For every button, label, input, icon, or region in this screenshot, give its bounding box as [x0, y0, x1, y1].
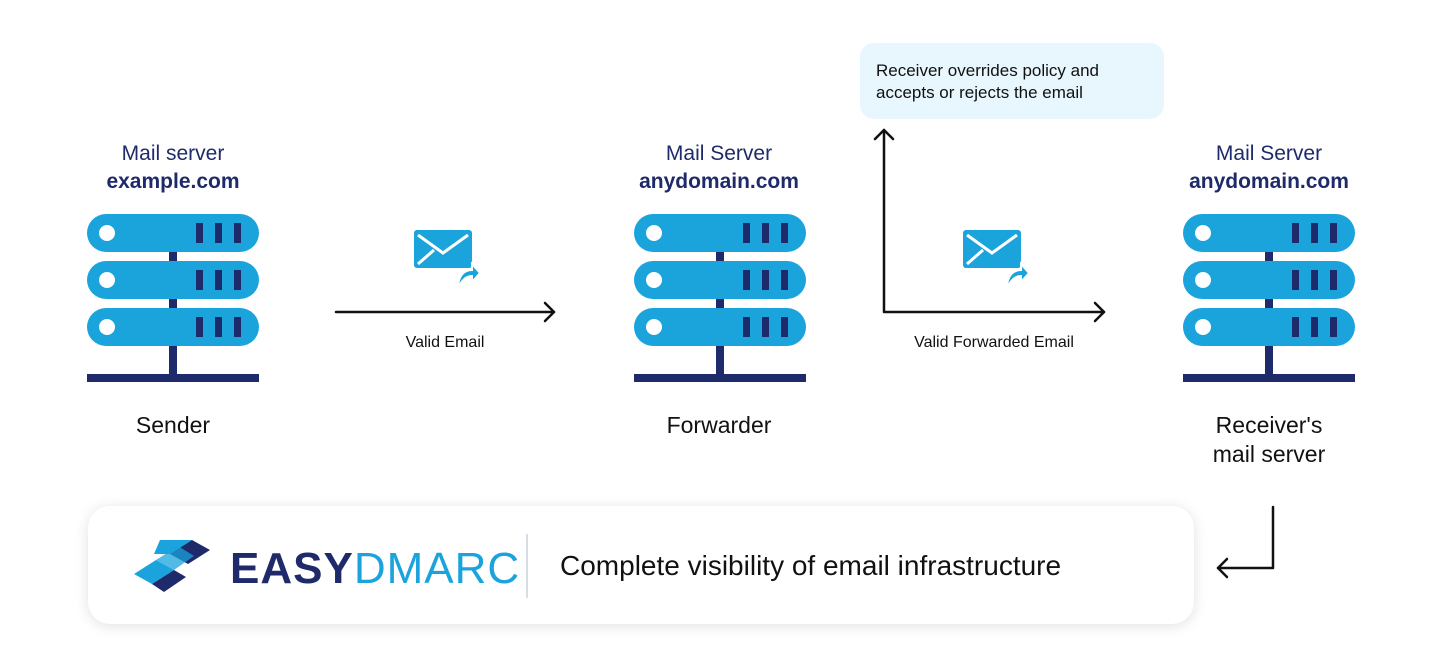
forwarder-domain: anydomain.com — [639, 170, 799, 193]
forwarder-heading: Mail Server anydomain.com — [589, 140, 849, 196]
sender-server-kind: Mail server — [121, 142, 225, 165]
easydmarc-logo-icon — [134, 540, 210, 592]
brand-dmarc: DMARC — [353, 544, 521, 593]
sender-role-label: Sender — [135, 412, 211, 438]
server-rack-icon — [87, 214, 259, 382]
sender-heading: Mail server example.com — [43, 140, 303, 196]
receiver-role-line2: mail server — [1212, 441, 1326, 467]
easydmarc-banner: EASYDMARC Complete visibility of email i… — [88, 506, 1194, 624]
banner-tagline: Complete visibility of email infrastruct… — [560, 550, 1062, 581]
arrow-receiver-to-banner — [1216, 505, 1275, 570]
server-rack-icon — [634, 214, 806, 382]
receiver-policy-note: Receiver overrides policy and accepts or… — [860, 43, 1164, 119]
easydmarc-wordmark: EASYDMARC — [230, 544, 520, 594]
forwarder-server-kind: Mail Server — [665, 142, 773, 165]
receiver-heading: Mail Server anydomain.com — [1139, 140, 1399, 196]
receiver-role-label: Receiver's mail server — [1139, 411, 1399, 469]
receiver-server-kind: Mail Server — [1215, 142, 1323, 165]
edge-label-valid-forwarded-email: Valid Forwarded Email — [914, 334, 1074, 351]
banner-divider — [526, 534, 528, 598]
email-forward-icon — [963, 230, 1029, 289]
edge-label-valid-email: Valid Email — [405, 334, 485, 351]
brand-easy: EASY — [230, 544, 354, 593]
server-rack-icon — [1183, 214, 1355, 382]
receiver-domain: anydomain.com — [1189, 170, 1349, 193]
forwarder-role-label: Forwarder — [666, 412, 772, 438]
receiver-role-line1: Receiver's — [1215, 412, 1323, 438]
sender-domain: example.com — [106, 170, 240, 193]
email-forward-icon — [414, 230, 480, 289]
